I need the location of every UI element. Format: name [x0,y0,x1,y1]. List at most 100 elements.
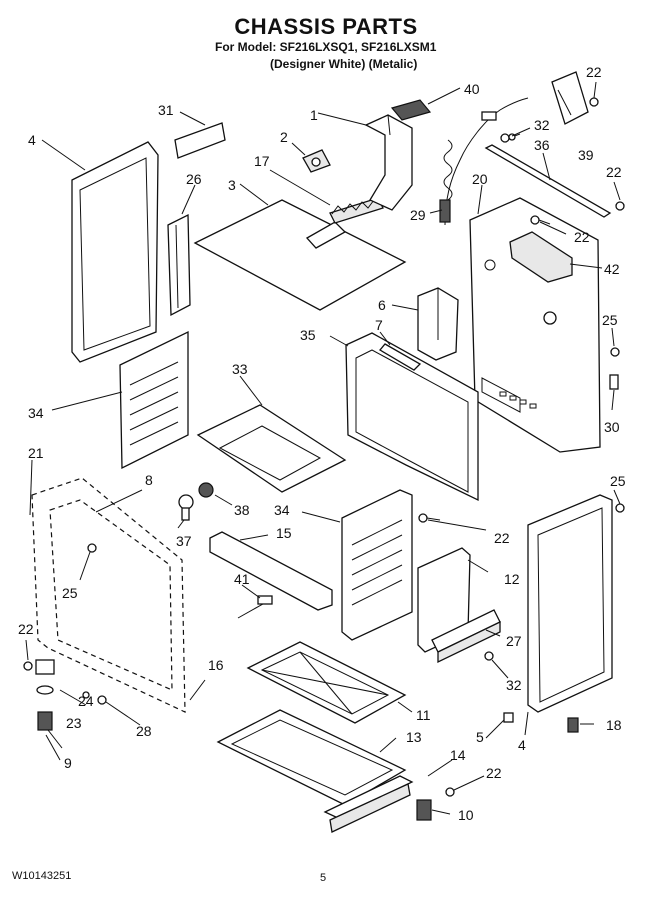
callout-5: 5 [476,729,484,745]
screw-22f [445,787,455,797]
part-leveling-leg [416,799,451,821]
callout-4b: 4 [518,737,526,753]
part-spark-module [391,287,459,361]
callout-25c: 25 [610,473,626,489]
callout-15: 15 [276,525,292,541]
part-rear-panel [469,184,601,453]
callout-10: 10 [458,807,474,823]
part-front-rail [209,531,333,611]
variant-line: (Designer White) (Metalic) [270,57,418,71]
part-oven-front-frame [329,332,479,502]
part-trim-strip [379,331,422,371]
callout-30: 30 [604,419,620,435]
callout-38: 38 [234,502,250,518]
screw-22c [530,215,551,225]
part-top-panel [193,183,407,311]
callout-21: 21 [28,445,44,461]
part-insulation-strip [174,111,226,159]
callout-42: 42 [604,261,620,277]
callout-32b: 32 [506,677,522,693]
callout-6: 6 [378,297,386,313]
callout-22e: 22 [18,621,34,637]
part-knobs [178,482,233,521]
callout-22b: 22 [606,164,622,180]
callout-3: 3 [228,177,236,193]
callout-35: 35 [300,327,316,343]
callout-27: 27 [506,633,522,649]
part-door-frame-right [527,494,613,713]
part-burner-tray [246,641,413,724]
callout-33: 33 [232,361,248,377]
callout-39: 39 [578,147,594,163]
callout-17: 17 [254,153,270,169]
part-power-cord [429,97,529,226]
callout-4a: 4 [28,132,36,148]
callout-8: 8 [145,472,153,488]
screw-24 [82,691,90,699]
document-number: W10143251 [12,870,72,882]
part-leg-assembly [35,659,87,749]
callout-22a: 22 [586,64,602,80]
callout-22f: 22 [486,765,502,781]
callout-40: 40 [464,81,480,97]
part-rack-side-center [301,489,413,641]
callout-26: 26 [186,171,202,187]
screws [23,133,625,797]
callout-28: 28 [136,723,152,739]
clip-18 [567,717,579,733]
callout-25a: 25 [62,585,78,601]
callout-34a: 34 [28,405,44,421]
callout-24: 24 [78,693,94,709]
part-igniter [237,595,273,619]
clip-5 [503,712,514,723]
callout-41: 41 [234,571,250,587]
part-rear-bracket [509,231,603,283]
callout-36: 36 [534,137,550,153]
part-bottom-panel [216,709,407,806]
callout-32a: 32 [534,117,550,133]
callout-20: 20 [472,171,488,187]
screw-22e [87,543,97,553]
screw-32a [484,651,494,661]
screw-22d [418,513,441,523]
callout-12: 12 [504,571,520,587]
leaders [25,81,621,791]
clip-30 [609,374,619,390]
screw-22b [615,201,625,211]
callout-1: 1 [310,107,318,123]
callout-7: 7 [375,317,383,333]
part-rack-side-left [51,330,189,470]
part-clip [291,142,331,173]
part-oven-door-dashed [29,459,206,713]
callout-11: 11 [416,707,431,723]
part-side-bracket [167,184,196,317]
part-lower-bracket [431,609,501,664]
part-hinge-bracket [551,71,599,125]
part-vent-trim [390,87,461,121]
page-title: CHASSIS PARTS [234,14,418,39]
callout-2: 2 [280,129,288,145]
callout-14: 14 [450,747,466,763]
part-support-rod [484,144,612,218]
part-vent-bracket [317,112,413,211]
callout-13: 13 [406,729,422,745]
screw-22-left [23,661,33,671]
part-door-frame-left [41,139,159,363]
callout-18: 18 [606,717,622,733]
part-spreader-strip [269,169,384,224]
screw-25a [610,347,620,357]
part-lower-rail [323,759,453,833]
part-broiler-drawer [196,375,347,493]
screw-25b [615,503,625,513]
screw-28 [97,695,107,705]
callout-22d: 22 [494,530,510,546]
callout-23: 23 [66,715,82,731]
page-number: 5 [320,872,327,884]
callout-31: 31 [158,102,174,118]
callout-29: 29 [410,207,426,223]
callout-22c: 22 [574,229,590,245]
callout-9: 9 [64,755,72,771]
callout-25b: 25 [602,312,618,328]
callout-labels: 1 2 3 4 4 5 6 7 8 9 10 11 12 13 14 15 16… [18,64,626,823]
